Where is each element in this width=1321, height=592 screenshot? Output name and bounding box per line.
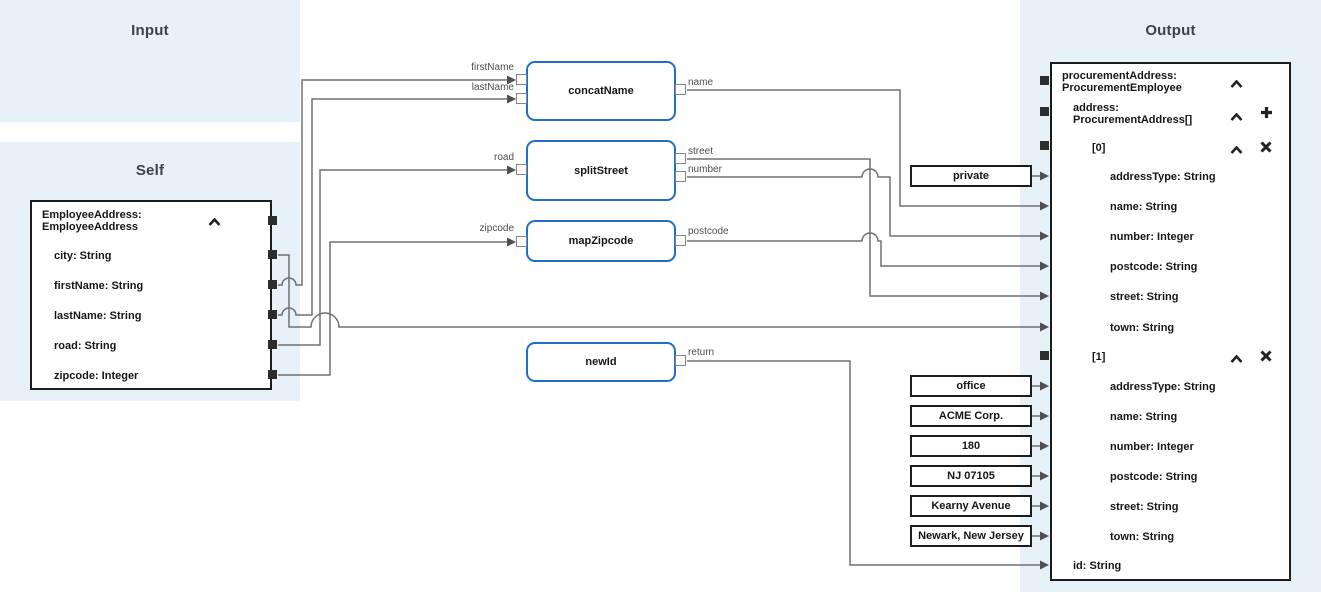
concatname-lastname-input-port[interactable] [516, 93, 527, 104]
chevron-up-icon [208, 213, 221, 231]
function-concatname[interactable]: concatName [526, 61, 676, 121]
splitstreet-street-output-port[interactable] [675, 153, 686, 164]
constant-newark-new-jersey[interactable]: Newark, New Jersey [910, 525, 1032, 547]
output-item-1-port[interactable] [1040, 351, 1049, 360]
plus-icon [1260, 106, 1273, 124]
chevron-up-icon [1230, 108, 1243, 126]
self-field-firstname[interactable]: firstName: String [54, 280, 144, 292]
output-root-title[interactable]: procurementAddress: ProcurementEmployee [1062, 70, 1182, 94]
wire-number-to-number0[interactable] [687, 168, 1049, 241]
splitstreet-street-port-label: street [688, 146, 714, 157]
output-0-addresstype[interactable]: addressType: String [1110, 171, 1216, 183]
output-document-panel: procurementAddress: ProcurementEmployee … [1050, 62, 1291, 581]
concatname-firstname-port-label: firstName [471, 62, 514, 73]
wire-road-to-splitstreet[interactable] [278, 165, 516, 346]
concatname-firstname-input-port[interactable] [516, 74, 527, 85]
mapzipcode-zipcode-input-port[interactable] [516, 236, 527, 247]
constant-office[interactable]: office [910, 375, 1032, 397]
self-title-port[interactable] [268, 216, 277, 225]
splitstreet-number-port-label: number [688, 164, 722, 175]
mapzipcode-zipcode-port-label: zipcode [479, 223, 514, 234]
concatname-name-output-port[interactable] [675, 84, 686, 95]
output-0-street[interactable]: street: String [1110, 291, 1179, 303]
output-item-0-delete-button[interactable] [1258, 140, 1274, 158]
wire-return-to-id[interactable] [687, 360, 1049, 570]
output-root-collapse-button[interactable] [1228, 77, 1244, 91]
output-0-number[interactable]: number: Integer [1110, 231, 1194, 243]
splitstreet-road-port-label: road [493, 152, 514, 163]
wire-postcode-to-postcode0[interactable] [687, 232, 1049, 271]
self-collapse-button[interactable] [206, 215, 222, 229]
chevron-up-icon [1230, 350, 1243, 368]
output-item-1-header[interactable]: [1] [1092, 351, 1106, 363]
self-zipcode-port[interactable] [268, 370, 277, 379]
function-mapzipcode[interactable]: mapZipcode [526, 220, 676, 262]
output-address-port[interactable] [1040, 107, 1049, 116]
output-id-field[interactable]: id: String [1073, 560, 1122, 572]
output-0-postcode[interactable]: postcode: String [1110, 261, 1198, 273]
wire-zipcode-to-mapzipcode[interactable] [278, 237, 516, 376]
output-root-port[interactable] [1040, 76, 1049, 85]
self-field-road[interactable]: road: String [54, 340, 117, 352]
output-1-name[interactable]: name: String [1110, 411, 1178, 423]
constant-private[interactable]: private [910, 165, 1032, 187]
constant-180[interactable]: 180 [910, 435, 1032, 457]
newid-return-output-port[interactable] [675, 355, 686, 366]
output-1-street[interactable]: street: String [1110, 501, 1179, 513]
output-1-addresstype[interactable]: addressType: String [1110, 381, 1216, 393]
close-icon [1260, 140, 1272, 158]
self-firstname-port[interactable] [268, 280, 277, 289]
function-newid[interactable]: newId [526, 342, 676, 382]
self-lastname-port[interactable] [268, 310, 277, 319]
output-item-1-delete-button[interactable] [1258, 349, 1274, 367]
output-1-town[interactable]: town: String [1110, 531, 1175, 543]
self-field-city[interactable]: city: String [54, 250, 112, 262]
wire-city-to-town0[interactable] [278, 254, 1049, 332]
output-section-heading: Output [1145, 22, 1196, 39]
self-city-port[interactable] [268, 250, 277, 259]
output-address-field[interactable]: address: ProcurementAddress[] [1073, 102, 1193, 126]
mapzipcode-postcode-port-label: postcode [688, 226, 729, 237]
function-splitstreet[interactable]: splitStreet [526, 140, 676, 201]
wire-name-to-name0[interactable] [687, 89, 1049, 211]
splitstreet-number-output-port[interactable] [675, 171, 686, 182]
output-1-postcode[interactable]: postcode: String [1110, 471, 1198, 483]
concatname-lastname-port-label: lastName [471, 82, 514, 93]
self-field-zipcode[interactable]: zipcode: Integer [54, 370, 139, 382]
output-1-number[interactable]: number: Integer [1110, 441, 1194, 453]
wire-firstname-to-concatname[interactable] [278, 75, 516, 286]
constant-kearny-avenue[interactable]: Kearny Avenue [910, 495, 1032, 517]
self-field-lastname[interactable]: lastName: String [54, 310, 142, 322]
wire-lastname-to-concatname[interactable] [278, 94, 516, 316]
constant-acme-corp[interactable]: ACME Corp. [910, 405, 1032, 427]
splitstreet-road-input-port[interactable] [516, 164, 527, 175]
mapzipcode-postcode-output-port[interactable] [675, 235, 686, 246]
input-section-heading: Input [131, 22, 169, 39]
output-0-name[interactable]: name: String [1110, 201, 1178, 213]
output-item-0-header[interactable]: [0] [1092, 142, 1106, 154]
newid-return-port-label: return [688, 347, 715, 358]
constant-nj-07105[interactable]: NJ 07105 [910, 465, 1032, 487]
self-section-heading: Self [135, 162, 165, 179]
concatname-name-port-label: name [688, 77, 714, 88]
output-address-collapse-button[interactable] [1228, 110, 1244, 124]
input-section-background [0, 0, 300, 122]
close-icon [1260, 349, 1272, 367]
output-0-town[interactable]: town: String [1110, 322, 1175, 334]
self-document-title[interactable]: EmployeeAddress: EmployeeAddress [42, 209, 142, 233]
output-item-0-port[interactable] [1040, 141, 1049, 150]
output-item-1-collapse-button[interactable] [1228, 352, 1244, 366]
output-address-add-item-button[interactable] [1258, 106, 1274, 124]
self-road-port[interactable] [268, 340, 277, 349]
self-document-panel: EmployeeAddress: EmployeeAddress city: S… [30, 200, 272, 390]
output-item-0-collapse-button[interactable] [1228, 143, 1244, 157]
chevron-up-icon [1230, 75, 1243, 93]
chevron-up-icon [1230, 141, 1243, 159]
wire-street-to-street0[interactable] [687, 158, 1049, 301]
